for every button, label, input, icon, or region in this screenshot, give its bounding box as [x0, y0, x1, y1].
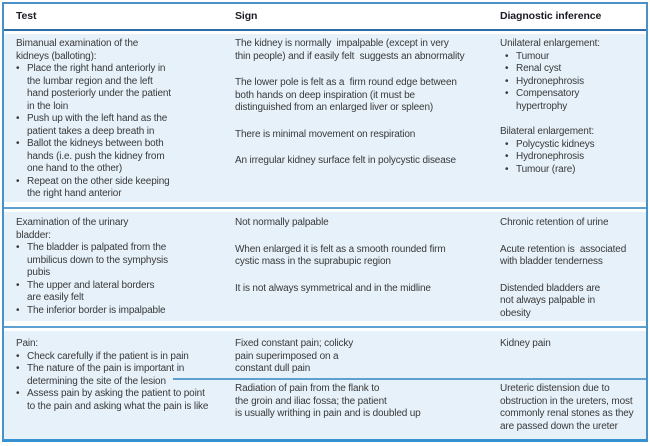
list-item: • Compensatory hypertrophy: [505, 88, 644, 113]
test-heading: Bimanual examination of the kidneys (bal…: [16, 38, 139, 62]
bullet-marker: •: [505, 138, 509, 150]
column-header-test: Test: [16, 10, 37, 22]
row-divider: [4, 321, 646, 331]
cell-diagnostic-kidneys: Unilateral enlargement: • Tumour • Renal…: [492, 38, 646, 202]
diagnostic-paragraph: Ureteric distension due to obstruction i…: [500, 383, 634, 432]
list-item-text: Tumour (rare): [516, 163, 576, 175]
cell-test-bladder: Examination of the urinary bladder: • Th…: [4, 217, 235, 321]
list-item-text: Push up with the left hand as the patien…: [27, 113, 168, 137]
cell-sign-radiating-pain: Radiation of pain from the flank to the …: [235, 383, 492, 433]
sign-paragraph: An irregular kidney surface felt in poly…: [235, 155, 456, 166]
subrow-divider: [173, 378, 646, 380]
cell-diagnostic-kidney-pain: Kidney pain: [492, 338, 646, 378]
bullet-marker: •: [16, 363, 20, 374]
list-item-text: Polycystic kidneys: [516, 138, 595, 150]
sign-paragraph: There is minimal movement on respiration: [235, 128, 416, 140]
table-header-row: Test Sign Diagnostic inference: [4, 4, 646, 31]
diagnostic-paragraph: Chronic retention of urine: [500, 217, 609, 228]
column-header-sign: Sign: [235, 10, 258, 22]
list-item-text: The bladder is palpated from the umbilic…: [27, 242, 168, 278]
list-item-text: Renal cyst: [516, 63, 562, 74]
list-item: • Check carefully if the patient is in p…: [16, 351, 225, 364]
bullet-marker: •: [505, 88, 509, 99]
list-item: • The bladder is palpated from the umbil…: [16, 242, 225, 280]
sign-paragraph: The kidney is normally impalpable (excep…: [235, 38, 465, 62]
bullet-marker: •: [16, 242, 20, 253]
test-heading: Examination of the urinary bladder:: [16, 217, 129, 241]
bullet-marker: •: [16, 138, 20, 149]
subrow-radiating-pain: Radiation of pain from the flank to the …: [235, 380, 646, 433]
diagnostic-paragraph: Kidney pain: [500, 338, 551, 349]
list-item-text: The nature of the pain is important in d…: [27, 363, 185, 387]
cell-diagnostic-ureteric-distension: Ureteric distension due to obstruction i…: [492, 383, 646, 433]
list-item: • The inferior border is impalpable: [16, 305, 225, 318]
list-item-text: Hydronephrosis: [516, 151, 584, 162]
sign-paragraph: When enlarged it is felt as a smooth rou…: [235, 243, 446, 268]
list-item: • Assess pain by asking the patient to p…: [16, 388, 225, 413]
diagnostic-paragraph: Acute retention is associated with bladd…: [500, 243, 627, 268]
list-item: • The nature of the pain is important in…: [16, 363, 225, 388]
list-item: • Tumour: [505, 51, 644, 64]
subrow-constant-pain: Fixed constant pain; colicky pain superi…: [235, 338, 646, 378]
bullet-marker: •: [16, 175, 20, 187]
list-item-text: Repeat on the other side keeping the rig…: [27, 175, 170, 200]
bullet-marker: •: [16, 279, 20, 291]
list-item: • Polycystic kidneys: [505, 139, 644, 152]
row-divider: [4, 202, 646, 212]
bullet-marker: •: [16, 304, 20, 316]
sign-paragraph: The lower pole is felt as a firm round e…: [235, 77, 457, 113]
table-row-pain: Pain: • Check carefully if the patient i…: [4, 331, 646, 439]
list-item-text: Tumour: [516, 50, 550, 62]
diagnostic-group-unilateral: Unilateral enlargement: • Tumour • Renal…: [500, 38, 644, 113]
sign-paragraph: Fixed constant pain; colicky pain superi…: [235, 338, 354, 374]
list-item: • Repeat on the other side keeping the r…: [16, 176, 225, 201]
list-item: • The upper and lateral borders are easi…: [16, 280, 225, 305]
list-item-text: Ballot the kidneys between both hands (i…: [27, 138, 165, 174]
list-item: • Place the right hand anteriorly in the…: [16, 63, 225, 113]
group-label: Bilateral enlargement:: [500, 126, 594, 137]
cell-sign-bladder: Not normally palpable When enlarged it i…: [235, 217, 492, 321]
list-item-text: Hydronephrosis: [516, 75, 584, 87]
list-item: • Push up with the left hand as the pati…: [16, 113, 225, 138]
group-label: Unilateral enlargement:: [500, 38, 600, 49]
bullet-marker: •: [16, 350, 20, 362]
column-header-diagnostic-inference: Diagnostic inference: [500, 10, 602, 22]
bullet-marker: •: [505, 75, 509, 87]
list-item-text: The inferior border is impalpable: [27, 304, 166, 316]
bullet-marker: •: [505, 151, 509, 162]
test-heading: Pain:: [16, 338, 39, 349]
diagnostic-paragraph: Distended bladders are not always palpab…: [500, 282, 601, 319]
list-item: • Renal cyst: [505, 63, 644, 76]
list-item-text: Check carefully if the patient is in pai…: [27, 350, 189, 362]
cell-sign-constant-pain: Fixed constant pain; colicky pain superi…: [235, 338, 492, 378]
list-item-text: The upper and lateral borders are easily…: [27, 279, 155, 304]
table-row-bladder: Examination of the urinary bladder: • Th…: [4, 212, 646, 321]
list-item: • Hydronephrosis: [505, 76, 644, 89]
sign-paragraph: Not normally palpable: [235, 217, 329, 228]
list-item-text: Assess pain by asking the patient to poi…: [27, 388, 209, 412]
list-item-text: Place the right hand anteriorly in the l…: [27, 63, 171, 112]
cell-test-pain: Pain: • Check carefully if the patient i…: [4, 338, 235, 433]
cell-diagnostic-bladder: Chronic retention of urine Acute retenti…: [492, 217, 646, 321]
header-spacer: [4, 31, 646, 34]
bullet-marker: •: [16, 388, 20, 399]
list-item: • Hydronephrosis: [505, 151, 644, 164]
pain-subrows-container: Fixed constant pain; colicky pain superi…: [173, 338, 646, 433]
bullet-marker: •: [16, 113, 20, 124]
diagnostic-group-bilateral: Bilateral enlargement: • Polycystic kidn…: [500, 126, 644, 176]
table-row-kidneys: Bimanual examination of the kidneys (bal…: [4, 34, 646, 202]
cell-sign-kidneys: The kidney is normally impalpable (excep…: [235, 38, 492, 202]
sign-paragraph: Radiation of pain from the flank to the …: [235, 383, 421, 419]
list-item-text: Compensatory hypertrophy: [516, 88, 580, 112]
list-item: • Tumour (rare): [505, 164, 644, 177]
sign-paragraph: It is not always symmetrical and in the …: [235, 282, 431, 294]
bullet-marker: •: [505, 50, 509, 62]
bullet-marker: •: [505, 163, 509, 175]
bullet-marker: •: [16, 63, 20, 74]
bullet-marker: •: [505, 63, 509, 74]
cell-test-kidneys: Bimanual examination of the kidneys (bal…: [4, 38, 235, 202]
list-item: • Ballot the kidneys between both hands …: [16, 138, 225, 176]
